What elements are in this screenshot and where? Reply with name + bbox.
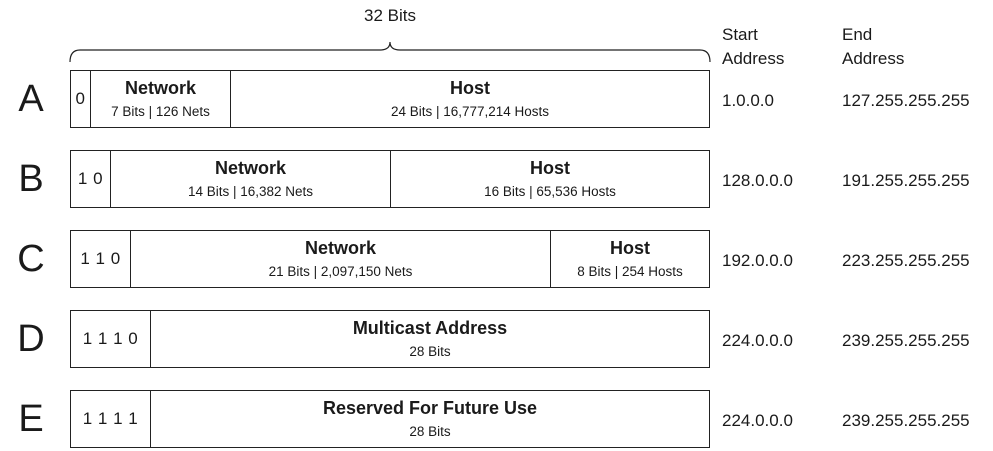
start-address-b: 128.0.0.0 (722, 171, 793, 190)
multicast-address-segment: Multicast Address 28 Bits (151, 311, 709, 367)
class-d-bit-layout: 1 1 1 0 Multicast Address 28 Bits (70, 310, 710, 368)
end-address-c: 223.255.255.255 (842, 251, 970, 270)
host-bits-info: 16 Bits | 65,536 Hosts (484, 184, 616, 199)
host-segment: Host 24 Bits | 16,777,214 Hosts (231, 71, 709, 127)
prefix-bits-cell: 1 1 0 (71, 231, 131, 287)
reserved-for-future-use-title: Reserved For Future Use (322, 398, 538, 418)
prefix-bits-cell: 1 0 (71, 151, 111, 207)
host-title: Host (450, 78, 490, 98)
prefix-bits: 1 1 0 (80, 249, 121, 268)
class-letter-e: E (18, 398, 44, 440)
host-segment: Host 16 Bits | 65,536 Hosts (391, 151, 709, 207)
network-bits-info: 14 Bits | 16,382 Nets (187, 184, 314, 199)
multicast-address-bits-info: 28 Bits (409, 344, 451, 359)
network-bits-info: 7 Bits | 126 Nets (111, 104, 210, 119)
prefix-bits: 1 1 1 0 (82, 329, 139, 348)
end-address-d: 239.255.255.255 (842, 331, 970, 350)
start-address-a: 1.0.0.0 (722, 91, 774, 110)
class-c-bit-layout: 1 1 0 Network 21 Bits | 2,097,150 Nets Host… (70, 230, 710, 288)
end-address-header-line1: End (842, 25, 873, 44)
network-segment: Network 14 Bits | 16,382 Nets (111, 151, 391, 207)
start-address-c: 192.0.0.0 (722, 251, 793, 270)
class-letter-d: D (17, 318, 45, 360)
host-title: Host (530, 158, 570, 178)
network-title: Network (304, 238, 376, 258)
prefix-bits: 1 0 (77, 169, 104, 188)
class-letter-a: A (18, 78, 44, 120)
host-segment: Host 8 Bits | 254 Hosts (551, 231, 709, 287)
start-address-d: 224.0.0.0 (722, 331, 793, 350)
class-a-bit-layout: 0 Network 7 Bits | 126 Nets Host 24 Bits | 1… (70, 70, 710, 128)
start-address-header-line2: Address (722, 49, 785, 68)
host-bits-info: 8 Bits | 254 Hosts (577, 264, 683, 279)
32-bits-brace (69, 41, 711, 63)
end-address-e: 239.255.255.255 (842, 411, 970, 430)
bits-label: 32 Bits (364, 6, 416, 25)
host-title: Host (610, 238, 650, 258)
start-address-header: Start Address (722, 23, 784, 71)
class-letter-c: C (17, 238, 45, 280)
reserved-for-future-use-segment: Reserved For Future Use 28 Bits (151, 391, 709, 447)
start-address-e: 224.0.0.0 (722, 411, 793, 430)
prefix-bits-cell: 1 1 1 0 (71, 311, 151, 367)
prefix-bits: 1 1 1 1 (82, 409, 139, 428)
prefix-bits: 0 (75, 89, 86, 108)
class-b-bit-layout: 1 0 Network 14 Bits | 16,382 Nets Host 16 Bi… (70, 150, 710, 208)
multicast-address-title: Multicast Address (352, 318, 508, 338)
network-title: Network (214, 158, 286, 178)
network-title: Network (124, 78, 196, 98)
class-e-bit-layout: 1 1 1 1 Reserved For Future Use 28 Bits (70, 390, 710, 448)
reserved-for-future-use-bits-info: 28 Bits (409, 424, 451, 439)
end-address-header-line2: Address (842, 49, 905, 68)
end-address-a: 127.255.255.255 (842, 91, 970, 110)
host-bits-info: 24 Bits | 16,777,214 Hosts (390, 104, 550, 119)
end-address-header: End Address (842, 23, 904, 71)
end-address-b: 191.255.255.255 (842, 171, 970, 190)
start-address-header-line1: Start (722, 25, 758, 44)
class-letter-b: B (18, 158, 44, 200)
prefix-bits-cell: 1 1 1 1 (71, 391, 151, 447)
network-bits-info: 21 Bits | 2,097,150 Nets (268, 264, 413, 279)
network-segment: Network 7 Bits | 126 Nets (91, 71, 231, 127)
prefix-bits-cell: 0 (71, 71, 91, 127)
network-segment: Network 21 Bits | 2,097,150 Nets (131, 231, 551, 287)
